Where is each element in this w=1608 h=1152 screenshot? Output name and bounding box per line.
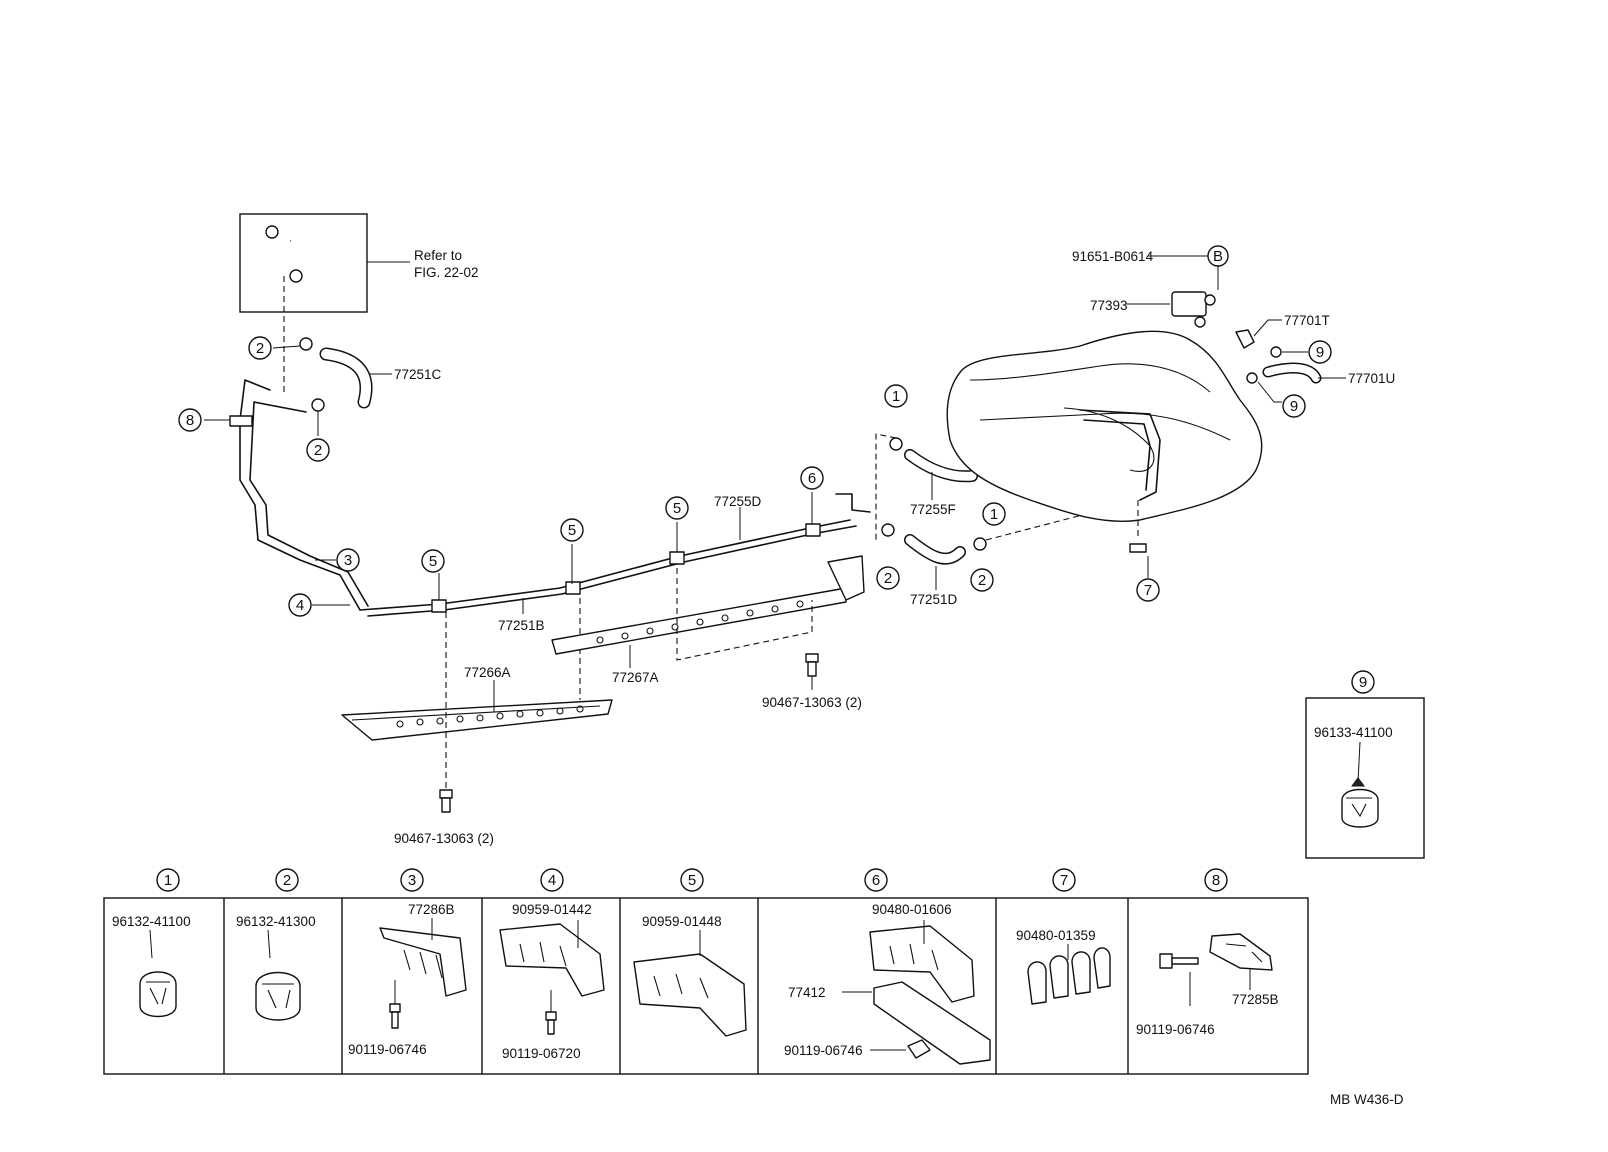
svg-text:9: 9 <box>1290 398 1298 415</box>
svg-text:5: 5 <box>568 522 576 539</box>
svg-text:4: 4 <box>296 597 304 614</box>
svg-text:1: 1 <box>990 506 998 523</box>
svg-text:5: 5 <box>429 553 437 570</box>
svg-text:3: 3 <box>344 552 352 569</box>
legend-header-4: 4 <box>540 868 564 892</box>
marker-5-a: 5 <box>421 549 445 573</box>
fuel-tank <box>946 330 1263 578</box>
clamp-legend-table: 1 2 3 4 5 6 7 8 96132-41100 96132-41300 … <box>103 868 1309 1075</box>
marker-1-b: 1 <box>982 502 1006 526</box>
part-90467-left-label: 90467-13063 (2) <box>394 831 494 846</box>
svg-text:2: 2 <box>978 572 986 589</box>
part-77267a-label: 77267A <box>612 670 659 685</box>
svg-text:1: 1 <box>164 872 172 889</box>
legend-4-part-a: 90959-01442 <box>512 902 592 917</box>
part-77251d-label: 77251D <box>910 592 958 607</box>
bolt-90467-left: 90467-13063 (2) <box>394 789 494 846</box>
svg-text:5: 5 <box>688 872 696 889</box>
svg-text:9: 9 <box>1359 674 1367 691</box>
svg-text:9: 9 <box>1316 344 1324 361</box>
part-77701t-label: 77701T <box>1284 313 1330 328</box>
reference-inset: Refer to FIG. 22-02 <box>239 213 479 392</box>
part-91651-label: 91651-B0614 <box>1072 249 1154 264</box>
marker-9-a: 9 <box>1308 340 1332 364</box>
callout-markers: 2 2 8 3 4 5 5 5 6 1 1 2 2 7 9 9 B <box>178 245 1332 617</box>
marker-5-b: 5 <box>560 518 584 542</box>
legend-7-part: 90480-01359 <box>1016 928 1096 943</box>
svg-text:4: 4 <box>548 872 556 889</box>
part-90467-right-label: 90467-13063 (2) <box>762 695 862 710</box>
legend-8-part-b: 90119-06746 <box>1136 1022 1215 1037</box>
legend-6-part-c: 90119-06746 <box>784 1043 863 1058</box>
hose-77251c-group: 77251C <box>272 337 442 436</box>
svg-text:1: 1 <box>892 388 900 405</box>
marker-2-lower: 2 <box>306 438 330 462</box>
svg-text:2: 2 <box>314 442 322 459</box>
marker-2-upper: 2 <box>248 336 272 360</box>
part-77255f-label: 77255F <box>910 502 956 517</box>
marker-2-d: 2 <box>970 568 994 592</box>
protector-77267a: 77267A <box>551 555 865 685</box>
svg-text:3: 3 <box>408 872 416 889</box>
refer-to-label: Refer to <box>414 248 462 263</box>
svg-text:8: 8 <box>1212 872 1220 889</box>
legend-header-2: 2 <box>275 868 299 892</box>
bolt-90467-right: 90467-13063 (2) <box>762 653 862 710</box>
legend-3-part-a: 77286B <box>408 902 455 917</box>
svg-text:2: 2 <box>283 872 291 889</box>
legend-header-6: 6 <box>864 868 888 892</box>
svg-text:B: B <box>1213 248 1223 265</box>
marker-7: 7 <box>1136 578 1160 602</box>
marker-3: 3 <box>336 548 360 572</box>
legend-8-part-a: 77285B <box>1232 992 1279 1007</box>
legend-3-part-b: 90119-06746 <box>348 1042 427 1057</box>
legend-header-1: 1 <box>156 868 180 892</box>
legend-1-part: 96132-41100 <box>112 914 191 929</box>
marker-6: 6 <box>800 466 824 490</box>
marker-5-c: 5 <box>665 496 689 520</box>
svg-text:2: 2 <box>884 570 892 587</box>
svg-text:6: 6 <box>808 470 816 487</box>
marker-4: 4 <box>288 593 312 617</box>
protector-77266a: 77266A <box>341 598 613 790</box>
svg-text:7: 7 <box>1060 872 1068 889</box>
legend-5-part: 90959-01448 <box>642 914 722 929</box>
legend-header-3: 3 <box>400 868 424 892</box>
fitting-77701t: 77701T <box>1235 313 1330 349</box>
part-77701u-label: 77701U <box>1348 371 1395 386</box>
svg-text:6: 6 <box>872 872 880 889</box>
part-77393-label: 77393 <box>1090 298 1128 313</box>
valve-77393: 77393 91651-B0614 <box>1072 249 1219 328</box>
svg-text:5: 5 <box>673 500 681 517</box>
marker-1-a: 1 <box>884 384 908 408</box>
marker-b: B <box>1207 245 1229 267</box>
part-77266a-label: 77266A <box>464 665 511 680</box>
legend-header-7: 7 <box>1052 868 1076 892</box>
marker-2-c: 2 <box>876 566 900 590</box>
part-77251c-label: 77251C <box>394 367 442 382</box>
part-77255d-label: 77255D <box>714 494 762 509</box>
part-77251b-label: 77251B <box>498 618 545 633</box>
svg-text:8: 8 <box>186 412 194 429</box>
part-96133-label: 96133-41100 <box>1314 725 1393 740</box>
detail-box-9: 9 96133-41100 <box>1305 670 1425 859</box>
marker-9-b: 9 <box>1282 394 1306 418</box>
legend-2-part: 96132-41300 <box>236 914 316 929</box>
hose-77251d-group: 77251D <box>881 499 1141 607</box>
svg-text:2: 2 <box>256 340 264 357</box>
fuel-pipe-assembly: 77251B 77255D <box>204 379 871 633</box>
legend-6-part-b: 77412 <box>788 985 826 1000</box>
figure-reference-label: FIG. 22-02 <box>414 265 479 280</box>
hose-77701u-group: 77701U <box>1246 346 1395 403</box>
legend-4-part-b: 90119-06720 <box>502 1046 581 1061</box>
marker-8: 8 <box>178 408 202 432</box>
figure-code: MB W436-D <box>1330 1092 1404 1107</box>
detail-9-marker: 9 <box>1351 670 1375 694</box>
legend-header-5: 5 <box>680 868 704 892</box>
legend-6-part-a: 90480-01606 <box>872 902 952 917</box>
legend-header-8: 8 <box>1204 868 1228 892</box>
svg-text:7: 7 <box>1144 582 1152 599</box>
